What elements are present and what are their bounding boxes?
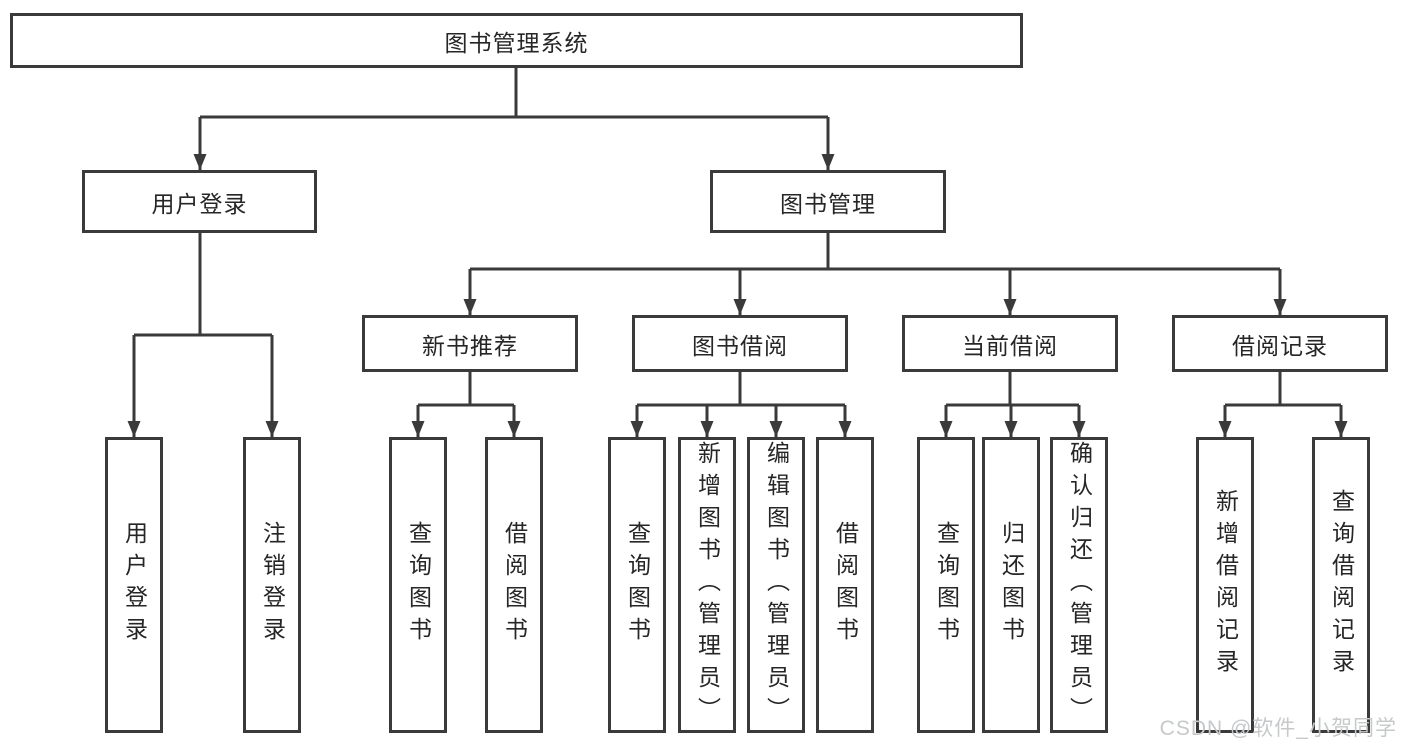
leaf-query-borrow-record: 查询借阅记录 — [1312, 437, 1370, 733]
leaf-return-books: 归还图书 — [982, 437, 1040, 733]
leaf-edit-books-admin-label: 编辑图书（管理员） — [763, 441, 790, 729]
leaf-edit-books-admin: 编辑图书（管理员） — [747, 437, 805, 733]
connector-book-borrow-to-leaves — [630, 372, 852, 437]
connector-current-borrow-to-leaves — [939, 372, 1086, 437]
connector-book-management-to-level3 — [463, 233, 1287, 315]
connector-root-to-level2 — [193, 68, 835, 170]
node-borrow-records: 借阅记录 — [1172, 315, 1388, 372]
node-user-login: 用户登录 — [82, 170, 317, 233]
leaf-query-books-current-label: 查询图书 — [933, 521, 960, 649]
leaf-logout-label: 注销登录 — [259, 521, 286, 649]
node-book-management: 图书管理 — [710, 170, 946, 233]
leaf-query-books-borrow: 查询图书 — [608, 437, 666, 733]
connector-user-login-to-leaves — [127, 233, 279, 437]
node-new-book-recommend: 新书推荐 — [362, 315, 578, 372]
leaf-query-books-current: 查询图书 — [917, 437, 975, 733]
leaf-user-login: 用户登录 — [105, 437, 163, 733]
leaf-user-login-label: 用户登录 — [121, 521, 148, 649]
node-book-borrow: 图书借阅 — [632, 315, 848, 372]
leaf-confirm-return-admin-label: 确认归还（管理员） — [1066, 441, 1093, 729]
node-current-borrow: 当前借阅 — [902, 315, 1118, 372]
leaf-add-borrow-record: 新增借阅记录 — [1196, 437, 1254, 733]
connector-borrow-records-to-leaves — [1218, 372, 1348, 437]
leaf-add-books-admin: 新增图书（管理员） — [678, 437, 736, 733]
leaf-add-borrow-record-label: 新增借阅记录 — [1212, 489, 1239, 681]
leaf-query-books-recommend-label: 查询图书 — [405, 521, 432, 649]
leaf-borrow-books-recommend-label: 借阅图书 — [501, 521, 528, 649]
leaf-add-books-admin-label: 新增图书（管理员） — [694, 441, 721, 729]
leaf-borrow-books-borrow-label: 借阅图书 — [832, 521, 859, 649]
leaf-borrow-books-borrow: 借阅图书 — [816, 437, 874, 733]
leaf-query-books-recommend: 查询图书 — [389, 437, 447, 733]
leaf-confirm-return-admin: 确认归还（管理员） — [1050, 437, 1108, 733]
leaf-borrow-books-recommend: 借阅图书 — [485, 437, 543, 733]
leaf-query-borrow-record-label: 查询借阅记录 — [1328, 489, 1355, 681]
node-library-management-system: 图书管理系统 — [10, 13, 1023, 68]
leaf-return-books-label: 归还图书 — [998, 521, 1025, 649]
leaf-query-books-borrow-label: 查询图书 — [624, 521, 651, 649]
connector-new-book-recommend-to-leaves — [411, 372, 521, 437]
leaf-logout: 注销登录 — [243, 437, 301, 733]
